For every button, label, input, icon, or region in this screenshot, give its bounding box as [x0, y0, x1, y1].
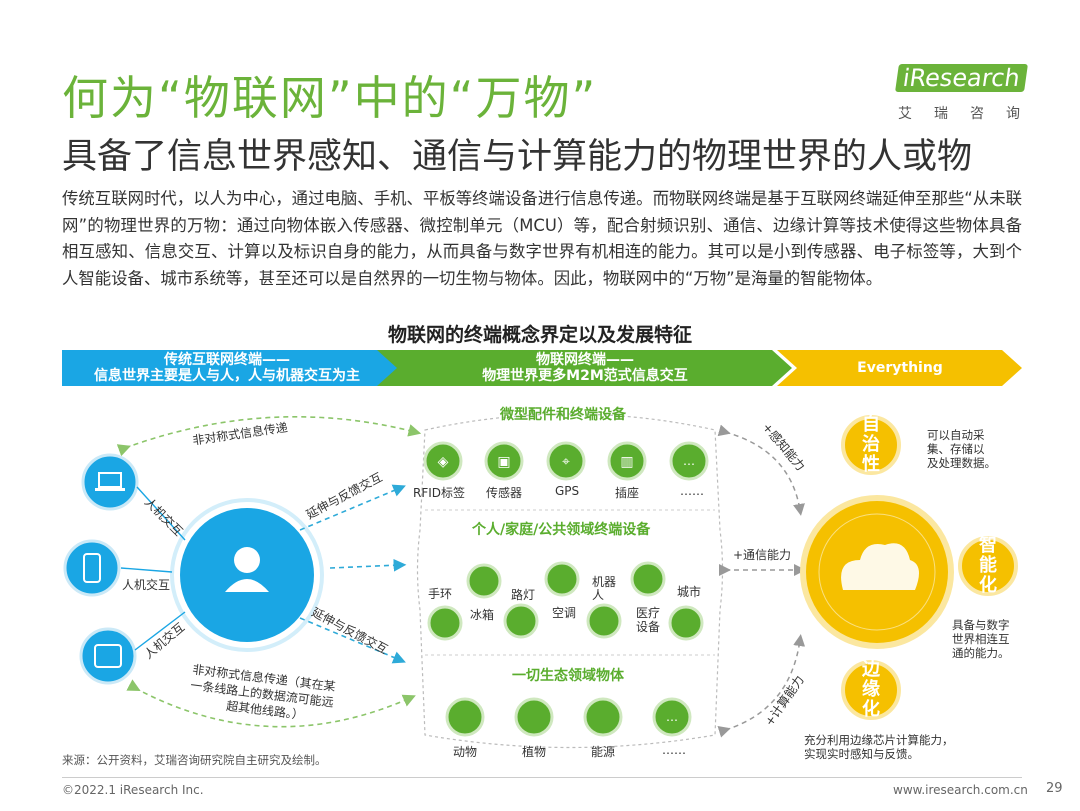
autonomy-desc-2: 集、存储以 — [927, 442, 996, 456]
page-number: 29 — [1046, 781, 1063, 796]
phone-circle — [65, 541, 119, 595]
tablet-circle — [81, 629, 135, 683]
autonomy-desc-1: 可以自动采 — [927, 428, 996, 442]
sec1-item-more: …… — [680, 484, 704, 498]
edge-char-1: 边 — [859, 660, 883, 680]
sec2-item-fridge: 冰箱 — [470, 606, 494, 623]
sec3-icons — [447, 699, 690, 735]
website-link[interactable]: www.iresearch.com.cn — [893, 783, 1028, 797]
autonomy-char-2: 治 — [859, 435, 883, 455]
edge-desc-1: 充分利用边缘芯片计算能力， — [804, 733, 954, 747]
copyright: ©2022.1 iResearch Inc. — [62, 783, 204, 797]
svg-text:▣: ▣ — [497, 454, 510, 470]
sec2-item-robot: 机器人 — [592, 576, 620, 602]
sec3-item-more: …… — [662, 743, 686, 757]
svg-text:▥: ▥ — [620, 454, 633, 470]
band1-line2: 信息世界主要是人与人，人与机器交互为主 — [62, 368, 392, 384]
sec3-item-plant: 植物 — [522, 743, 546, 760]
sec3-item-animal: 动物 — [453, 743, 477, 760]
sec1-title: 微型配件和终端设备 — [500, 404, 626, 424]
band3-label: Everything — [790, 360, 1010, 376]
sec3-title: 一切生态领域物体 — [512, 665, 624, 685]
edge-char-3: 化 — [859, 700, 883, 720]
svg-text:…: … — [683, 454, 695, 468]
user-circle — [180, 508, 314, 642]
intelligence-char-2: 能 — [976, 556, 1000, 576]
intelligence-char-1: 智 — [976, 536, 1000, 556]
intelligence-desc-3: 通的能力。 — [952, 646, 1010, 660]
sec2-title: 个人/家庭/公共领域终端设备 — [472, 519, 650, 539]
sec2-item-medical: 医疗设备 — [636, 606, 664, 634]
hci-label-2: 人机交互 — [122, 576, 170, 593]
svg-text:…: … — [666, 710, 678, 724]
sec2-item-city: 城市 — [677, 583, 701, 600]
footer-divider — [62, 777, 1022, 778]
sec2-item-streetlight: 路灯 — [511, 586, 535, 603]
svg-text:◈: ◈ — [438, 454, 449, 470]
intelligence-desc-1: 具备与数字 — [952, 618, 1010, 632]
sec2-item-band: 手环 — [428, 585, 452, 602]
autonomy-desc-3: 及处理数据。 — [927, 456, 996, 470]
intelligence-char-3: 化 — [976, 576, 1000, 596]
laptop-circle — [83, 455, 137, 509]
sec2-item-ac: 空调 — [552, 604, 576, 621]
intelligence-desc-2: 世界相连互 — [952, 632, 1010, 646]
edge-char-2: 缘 — [859, 680, 883, 700]
sec1-item-gps: GPS — [555, 484, 579, 498]
band2-line2: 物理世界更多M2M范式信息交互 — [395, 368, 775, 384]
autonomy-char-1: 自 — [859, 415, 883, 435]
sec1-item-socket: 插座 — [615, 484, 639, 501]
band2-line1: 物联网终端—— — [395, 352, 775, 368]
svg-text:⌖: ⌖ — [562, 454, 570, 470]
source-note: 来源：公开资料，艾瑞咨询研究院自主研究及绘制。 — [62, 752, 327, 768]
sec1-item-sensor: 传感器 — [486, 484, 522, 501]
comm-label: +通信能力 — [733, 546, 791, 563]
band1-line1: 传统互联网终端—— — [62, 352, 392, 368]
sec3-item-energy: 能源 — [591, 743, 615, 760]
sec1-item-rfid: RFID标签 — [413, 484, 465, 501]
autonomy-char-3: 性 — [859, 455, 883, 475]
edge-desc-2: 实现实时感知与反馈。 — [804, 747, 954, 761]
